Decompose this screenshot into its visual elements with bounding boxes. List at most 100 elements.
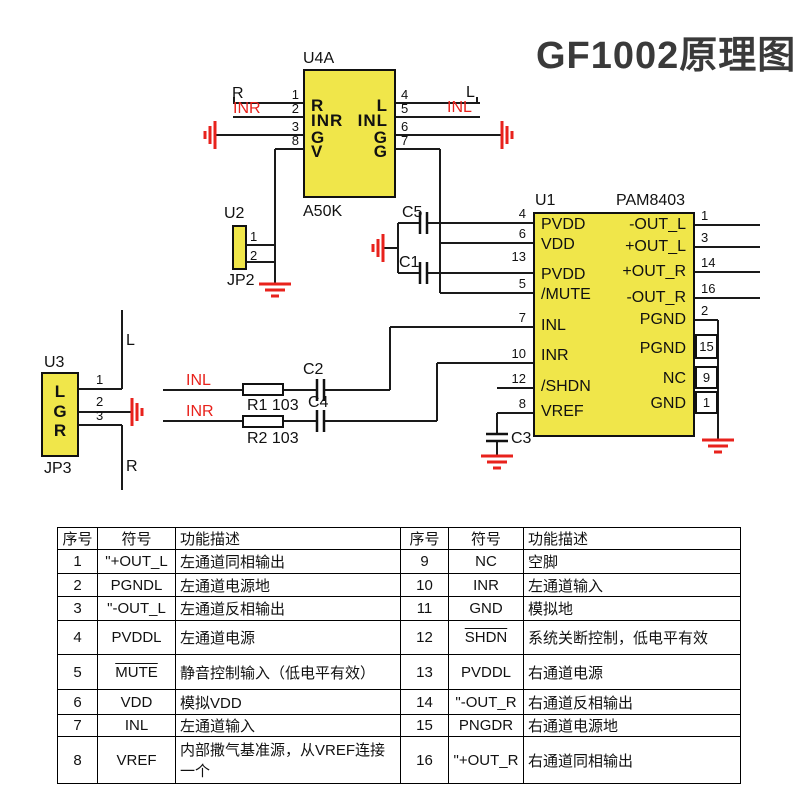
u1-pin-16: 16 (701, 281, 716, 296)
c5-label: C5 (402, 204, 423, 221)
u1-pin-13: 13 (511, 249, 526, 264)
net-label-inl-mid: INL (186, 372, 211, 389)
u1-pin-12: 12 (511, 371, 526, 386)
pin-symbol: VDD (97, 689, 176, 715)
u1-ref: U1 (535, 192, 556, 209)
pin-desc: 静音控制输入（低电平有效） (175, 654, 401, 690)
u4a-chip-body: R L INR INL G G V G (303, 69, 396, 198)
col-header: 序号 (57, 527, 98, 550)
u1-chip-body: PVDD VDD PVDD /MUTE INL INR /SHDN VREF -… (533, 212, 695, 437)
r1-label: R1 103 (247, 397, 299, 414)
pin-symbol: SHDN (448, 620, 524, 655)
u2-pin-2: 2 (250, 248, 258, 263)
pin-symbol: PGNDL (97, 573, 176, 597)
net-label-r: R (232, 85, 244, 102)
u4a-pin-6: 6 (401, 119, 409, 134)
u1-label-mute: /MUTE (541, 286, 591, 303)
schematic-wires (79, 97, 760, 490)
u4a-row-2: INR INL (311, 111, 388, 131)
pin-desc: 右通道电源 (523, 654, 741, 690)
u1-label-gnd: GND (650, 395, 686, 412)
pin-number: 3 (57, 596, 98, 621)
table-row: 8 VREF 内部撒气基准源，从VREF连接一个 16 "+OUT_R 右通道同… (57, 736, 741, 784)
net-label-u3-l: L (126, 332, 135, 349)
pin-desc: 模拟VDD (175, 689, 401, 715)
pin-number: 2 (57, 573, 98, 597)
u1-pin-9: 9 (695, 366, 718, 389)
col-header: 符号 (448, 527, 524, 550)
pin-desc: 模拟地 (523, 596, 741, 621)
pin-symbol: NC (448, 549, 524, 574)
pin-desc: 右通道同相输出 (523, 736, 741, 784)
u1-label-inr: INR (541, 347, 569, 364)
pin-number: 5 (57, 654, 98, 690)
table-row: 7 INL 左通道输入 15 PNGDR 右通道电源地 (57, 714, 741, 737)
table-row: 2 PGNDL 左通道电源地 10 INR 左通道输入 (57, 573, 741, 597)
u4a-pin-3: 3 (291, 119, 299, 134)
c4-label: C4 (308, 394, 329, 411)
u1-pin-8: 8 (518, 396, 526, 411)
pin-desc: 左通道输入 (175, 714, 401, 737)
u1-label-noutr: -OUT_R (626, 289, 686, 306)
pin-number: 14 (400, 689, 449, 715)
pin-symbol: VREF (97, 736, 176, 784)
u1-label-nc: NC (662, 370, 686, 387)
u1-label-inl: INL (541, 317, 566, 334)
pin-symbol: GND (448, 596, 524, 621)
u3-ref: U3 (44, 354, 65, 371)
pin-symbol: PNGDR (448, 714, 524, 737)
col-header: 符号 (97, 527, 176, 550)
u4a-pin-7: 7 (401, 133, 409, 148)
u1-pin-2: 2 (701, 303, 709, 318)
table-row: 6 VDD 模拟VDD 14 "-OUT_R 右通道反相输出 (57, 689, 741, 715)
pin-number: 15 (400, 714, 449, 737)
c3-label: C3 (511, 430, 532, 447)
u4a-pin-label: G (373, 142, 388, 161)
pin-desc: 内部撒气基准源，从VREF连接一个 (175, 736, 401, 784)
u3-label-g: G (53, 402, 67, 421)
pin-number: 6 (57, 689, 98, 715)
u3-chip-body: L G R (41, 372, 79, 457)
net-label-inr: INR (233, 100, 261, 117)
col-header: 功能描述 (523, 527, 741, 550)
capacitor-icon (315, 212, 508, 443)
u1-label-pgnd2: PGND (639, 340, 686, 357)
pin-desc: 左通道反相输出 (175, 596, 401, 621)
u1-pin-11: 1 (695, 391, 718, 414)
table-row: 5 MUTE 静音控制输入（低电平有效） 13 PVDDL 右通道电源 (57, 654, 741, 690)
pin-symbol: PVDDL (448, 654, 524, 690)
u1-pin-4: 4 (518, 206, 526, 221)
u1-label-pvdd2: PVDD (541, 266, 586, 283)
col-header: 序号 (400, 527, 449, 550)
pin-desc: 系统关断控制，低电平有效 (523, 620, 741, 655)
pin-desc: 空脚 (523, 549, 741, 574)
u4a-pin-label: R (311, 96, 325, 115)
pin-number: 11 (400, 596, 449, 621)
pin-number: 12 (400, 620, 449, 655)
table-row: 4 PVDDL 左通道电源 12 SHDN 系统关断控制，低电平有效 (57, 620, 741, 655)
u1-label-shdn: /SHDN (541, 378, 591, 395)
u4a-pin-label: V (311, 142, 324, 161)
pin-number: 8 (57, 736, 98, 784)
u3-pin-3: 3 (96, 408, 104, 423)
u4a-row-4: V G (311, 142, 388, 162)
col-header: 功能描述 (175, 527, 401, 550)
pin-desc: 右通道电源地 (523, 714, 741, 737)
u1-pin-15: 15 (695, 334, 718, 359)
u1-label-vref: VREF (541, 403, 584, 420)
pin-number: 13 (400, 654, 449, 690)
u4a-pin-label: G (373, 128, 388, 147)
u4a-pin-label: G (311, 128, 326, 147)
c1-label: C1 (399, 254, 420, 271)
pin-description-table: 序号 符号 功能描述 序号 符号 功能描述 1 "+OUT_L 左通道同相输出 … (57, 527, 741, 784)
pin-number: 4 (57, 620, 98, 655)
u1-pin-14: 14 (701, 255, 716, 270)
pin-desc: 左通道同相输出 (175, 549, 401, 574)
u4a-row-3: G G (311, 128, 388, 148)
u4a-pin-5: 5 (401, 101, 409, 116)
u4a-part: A50K (303, 203, 343, 220)
table-row: 3 "-OUT_L 左通道反相输出 11 GND 模拟地 (57, 596, 741, 621)
u3-pin-2: 2 (96, 394, 104, 409)
table-header-row: 序号 符号 功能描述 序号 符号 功能描述 (57, 527, 741, 550)
u1-label-noutl: -OUT_L (629, 216, 686, 233)
